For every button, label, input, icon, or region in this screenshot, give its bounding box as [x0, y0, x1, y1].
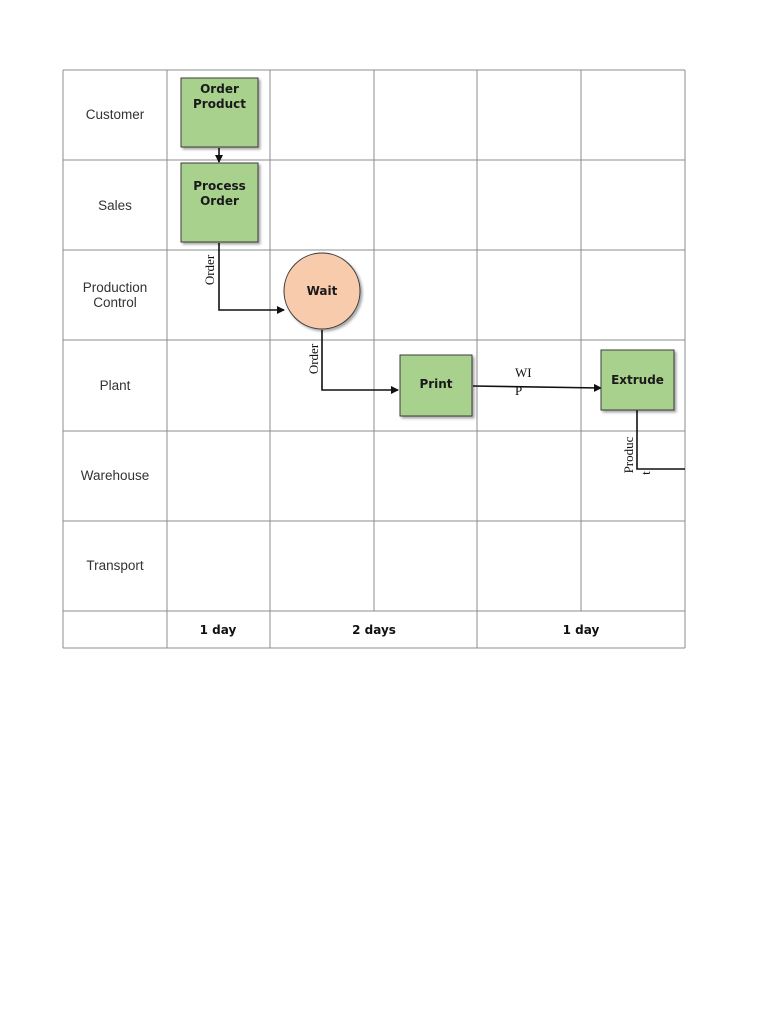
- flow-label-product-line1: Produc: [621, 436, 636, 473]
- step-order-product[interactable]: Order Product: [180, 77, 259, 148]
- flow-arrow: [218, 243, 285, 314]
- flow-line: [636, 410, 685, 470]
- lane-label-customer: Customer: [86, 107, 145, 122]
- duration-row: 1 day 2 days 1 day: [200, 623, 600, 637]
- flow-labels: Order Order WI P Produc t: [202, 254, 653, 475]
- lane-labels: Customer Sales Production Control Plant …: [81, 107, 150, 573]
- duration-label: 1 day: [200, 623, 237, 637]
- lane-label-sales: Sales: [98, 198, 132, 213]
- wait-circle: [283, 252, 361, 330]
- process-steps: Order Product Process Order Wait Print E…: [180, 77, 675, 417]
- process-box: [600, 349, 675, 411]
- step-label: Extrude: [611, 373, 664, 387]
- flow-label-order: Order: [306, 343, 321, 374]
- step-print[interactable]: Print: [399, 354, 473, 417]
- flow-label-product-line2: t: [638, 471, 653, 475]
- lane-label-warehouse: Warehouse: [81, 468, 150, 483]
- flow-label-wip-line1: WI: [515, 365, 532, 380]
- lane-label-plant: Plant: [100, 378, 131, 393]
- lane-label-transport: Transport: [86, 558, 144, 573]
- duration-label: 1 day: [563, 623, 600, 637]
- flow-connectors: [215, 148, 685, 470]
- step-label: Wait: [307, 284, 338, 298]
- process-box: [180, 162, 259, 243]
- diagram-grid: [62, 69, 686, 649]
- process-box: [399, 354, 473, 417]
- process-box: [180, 77, 259, 148]
- step-label-line1: Process: [193, 179, 246, 193]
- step-label-line2: Order: [200, 194, 239, 208]
- step-label-line2: Product: [193, 97, 246, 111]
- flow-label-wip-line2: P: [515, 383, 522, 398]
- step-process-order[interactable]: Process Order: [180, 162, 259, 243]
- flow-arrow: [472, 383, 602, 392]
- lane-label-production-control-line1: Production: [83, 280, 148, 295]
- duration-label: 2 days: [352, 623, 396, 637]
- step-label-line1: Order: [200, 82, 239, 96]
- flow-arrow: [321, 330, 399, 394]
- step-label: Print: [419, 377, 452, 391]
- step-extrude[interactable]: Extrude: [600, 349, 675, 411]
- lane-label-production-control: Control: [93, 295, 137, 310]
- flow-label-order: Order: [202, 254, 217, 285]
- step-wait[interactable]: Wait: [283, 252, 361, 330]
